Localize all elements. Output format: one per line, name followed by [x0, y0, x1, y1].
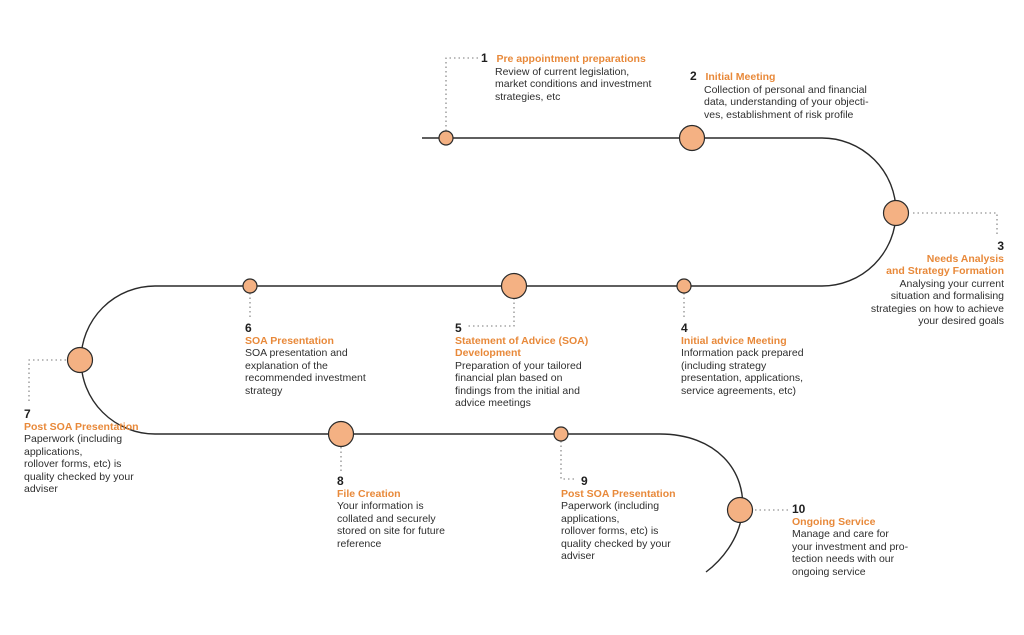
step-number: 1: [481, 51, 488, 65]
step-description: SOA presentation and explanation of the …: [245, 347, 366, 397]
step-4: 4 Initial advice Meeting Information pac…: [681, 322, 881, 397]
step-2: 2 Initial Meeting Collection of personal…: [690, 70, 890, 121]
node-10: [726, 496, 754, 524]
step-number: 7: [24, 407, 31, 421]
step-description: Analysing your current situation and for…: [870, 277, 1004, 328]
step-title: Ongoing Service: [792, 515, 876, 528]
node-3: [882, 199, 910, 227]
step-title: Pre appointment preparations: [496, 53, 646, 65]
step-10: 10 Ongoing Service Manage and care for y…: [792, 503, 992, 578]
step-description: Paperwork (including applications, rollo…: [561, 500, 671, 562]
leader-line-1: [445, 57, 478, 131]
node-7: [66, 346, 94, 374]
node-1: [438, 130, 454, 146]
step-9: 9 Post SOA Presentation Paperwork (inclu…: [561, 475, 761, 563]
step-3: 3 Needs Analysis and Strategy Formation …: [804, 240, 1004, 328]
step-description: Information pack prepared (including str…: [681, 347, 804, 397]
step-title: Initial Meeting: [705, 71, 776, 83]
leader-line-3: [913, 212, 998, 236]
step-number: 4: [681, 321, 688, 335]
node-5: [500, 272, 528, 300]
step-description: Manage and care for your investment and …: [792, 528, 909, 578]
node-4: [676, 278, 692, 294]
step-title: File Creation: [337, 487, 401, 500]
step-number: 6: [245, 321, 252, 335]
step-title: SOA Presentation: [245, 334, 334, 347]
step-title: Post SOA Presentation: [561, 487, 676, 500]
node-9: [553, 426, 569, 442]
step-description: Your information is collated and securel…: [337, 500, 445, 550]
journey-path: [80, 137, 897, 573]
step-6: 6 SOA Presentation SOA presentation and …: [245, 322, 445, 397]
node-2: [678, 124, 706, 152]
step-number: 8: [337, 474, 344, 488]
leader-line-9: [560, 441, 576, 480]
leader-line-5: [466, 298, 515, 327]
step-number: 5: [455, 321, 462, 335]
step-description: Paperwork (including applications, rollo…: [24, 433, 134, 495]
step-title: Initial advice Meeting: [681, 334, 787, 347]
step-1: 1 Pre appointment preparations Review of…: [481, 52, 681, 103]
step-number: 9: [581, 474, 588, 488]
step-8: 8 File Creation Your information is coll…: [337, 475, 537, 550]
leader-line-7: [28, 359, 66, 404]
step-title: Post SOA Presentation: [24, 420, 139, 433]
node-8: [327, 420, 355, 448]
step-description: Review of current legislation, market co…: [495, 65, 652, 103]
step-description: Collection of personal and financial dat…: [704, 83, 869, 121]
step-description: Preparation of your tailored financial p…: [455, 359, 582, 410]
step-5: 5 Statement of Advice (SOA) Development …: [455, 322, 655, 410]
step-number: 10: [792, 502, 806, 516]
step-title: Needs Analysis and Strategy Formation: [886, 252, 1004, 278]
step-title: Statement of Advice (SOA) Development: [455, 334, 589, 360]
step-number: 2: [690, 69, 697, 83]
step-number: 3: [997, 239, 1004, 253]
step-7: 7 Post SOA Presentation Paperwork (inclu…: [24, 408, 224, 496]
node-6: [242, 278, 258, 294]
